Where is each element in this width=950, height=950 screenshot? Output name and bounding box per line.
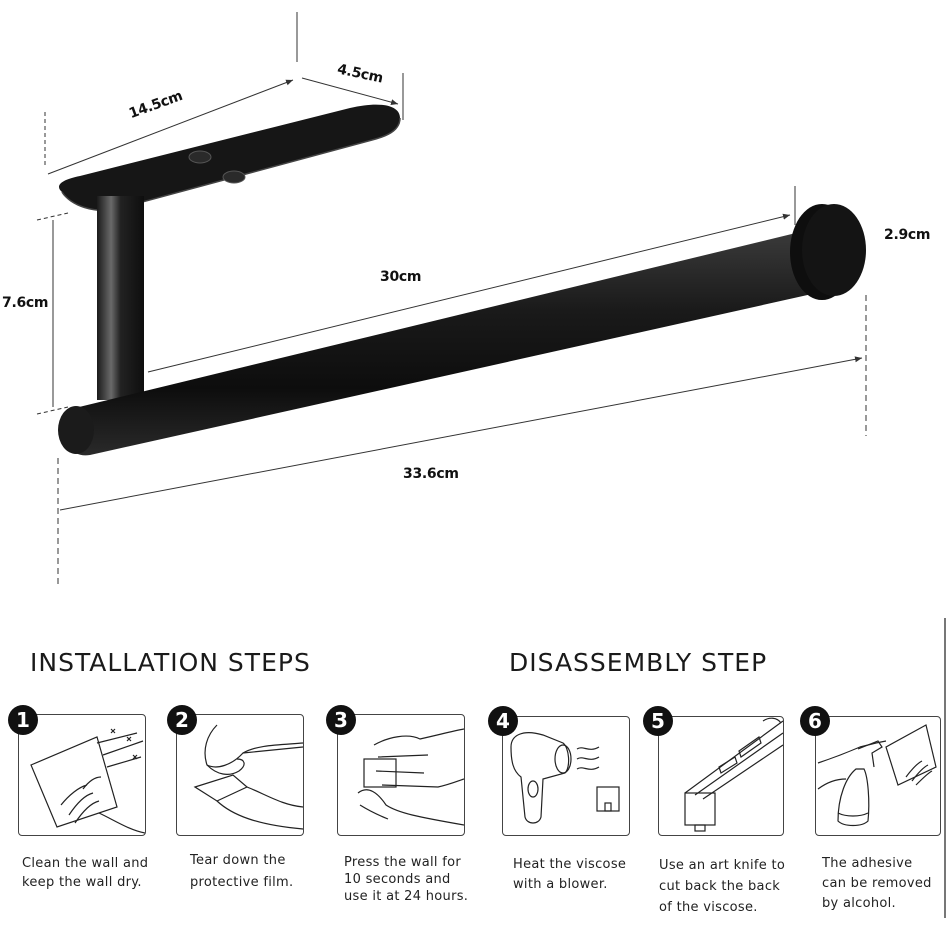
step-number-badge: 5 [643, 706, 673, 736]
bar-inner-length-label: 30cm [380, 269, 422, 285]
press-wall-icon [357, 728, 464, 826]
step-description: Heat the viscose with a blower. [513, 857, 627, 892]
step-description: The adhesive can be removed by alcohol. [822, 856, 932, 911]
step-illustration-frame [18, 714, 146, 836]
step-illustration-frame [502, 716, 630, 836]
hair-dryer-icon [510, 732, 620, 824]
step-number-badge: 4 [488, 706, 518, 736]
product-dimension-diagram: 14.5cm 4.5cm 7.6cm 30cm 33.6cm 2.9cm [2, 12, 931, 585]
step-number-badge: 1 [8, 705, 38, 735]
step-number-badge: 2 [167, 705, 197, 735]
wipe-wall-icon [30, 728, 145, 834]
art-knife-icon [684, 717, 783, 832]
spray-bottle-icon [817, 724, 937, 827]
installation-steps-title: INSTALLATION STEPS [30, 648, 311, 677]
step-number-badge: 6 [800, 706, 830, 736]
end-cap-diameter-label: 2.9cm [884, 227, 931, 243]
step-number-badge: 3 [326, 705, 356, 735]
bar-total-length-label: 33.6cm [403, 466, 459, 482]
dimension-lines [36, 12, 867, 585]
paper-towel-holder-illustration [36, 12, 867, 585]
step-description: Press the wall for 10 seconds and use it… [344, 855, 469, 904]
peel-film-icon [193, 724, 303, 830]
step-description: Tear down the protective film. [190, 853, 294, 890]
mounting-base-plate [59, 104, 401, 212]
step-description: Clean the wall and keep the wall dry. [22, 856, 149, 890]
step-illustration-frame [658, 716, 784, 836]
vertical-post [97, 196, 144, 400]
end-cap [790, 204, 866, 300]
post-height-label: 7.6cm [2, 295, 49, 311]
disassembly-step-title: DISASSEMBLY STEP [509, 648, 768, 677]
step-illustration-frame [815, 716, 941, 836]
step-description: Use an art knife to cut back the back of… [659, 858, 786, 915]
right-edge-divider [944, 618, 946, 918]
horizontal-bar [58, 232, 830, 456]
step-illustration-frame [176, 714, 304, 836]
step-illustration-frame [337, 714, 465, 836]
